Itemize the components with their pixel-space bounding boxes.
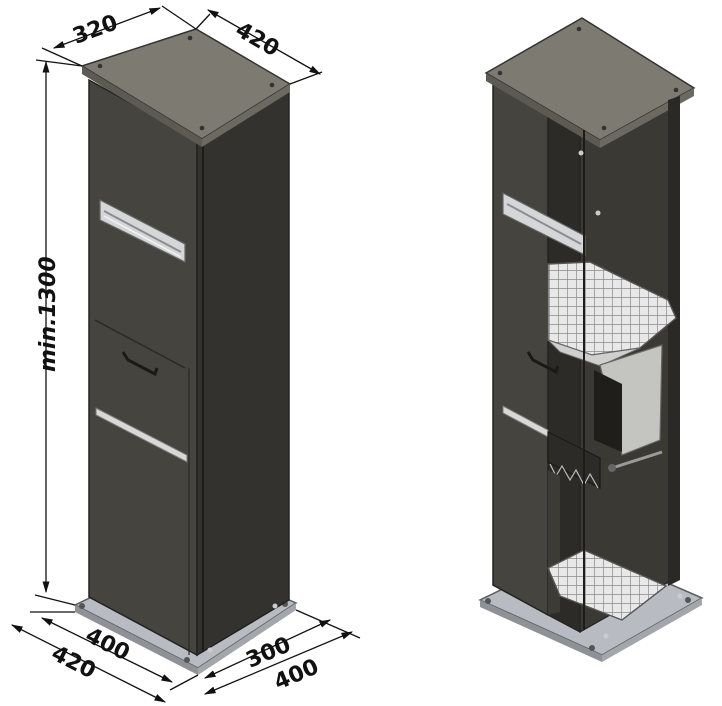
lever-arm xyxy=(611,450,663,470)
door-handle-open xyxy=(526,351,560,375)
closed-cabinet xyxy=(73,28,298,675)
door-handle xyxy=(121,351,159,377)
open-cabinet xyxy=(478,17,704,662)
side-panel xyxy=(196,87,290,657)
strip xyxy=(95,407,188,463)
bottom-grid xyxy=(547,549,668,621)
dim-height: min.1300 xyxy=(36,256,61,372)
dimension-lines xyxy=(10,5,361,703)
lower-flap xyxy=(547,431,601,489)
door-left-panel xyxy=(492,76,549,617)
dim-top-depth: 320 xyxy=(70,10,122,49)
